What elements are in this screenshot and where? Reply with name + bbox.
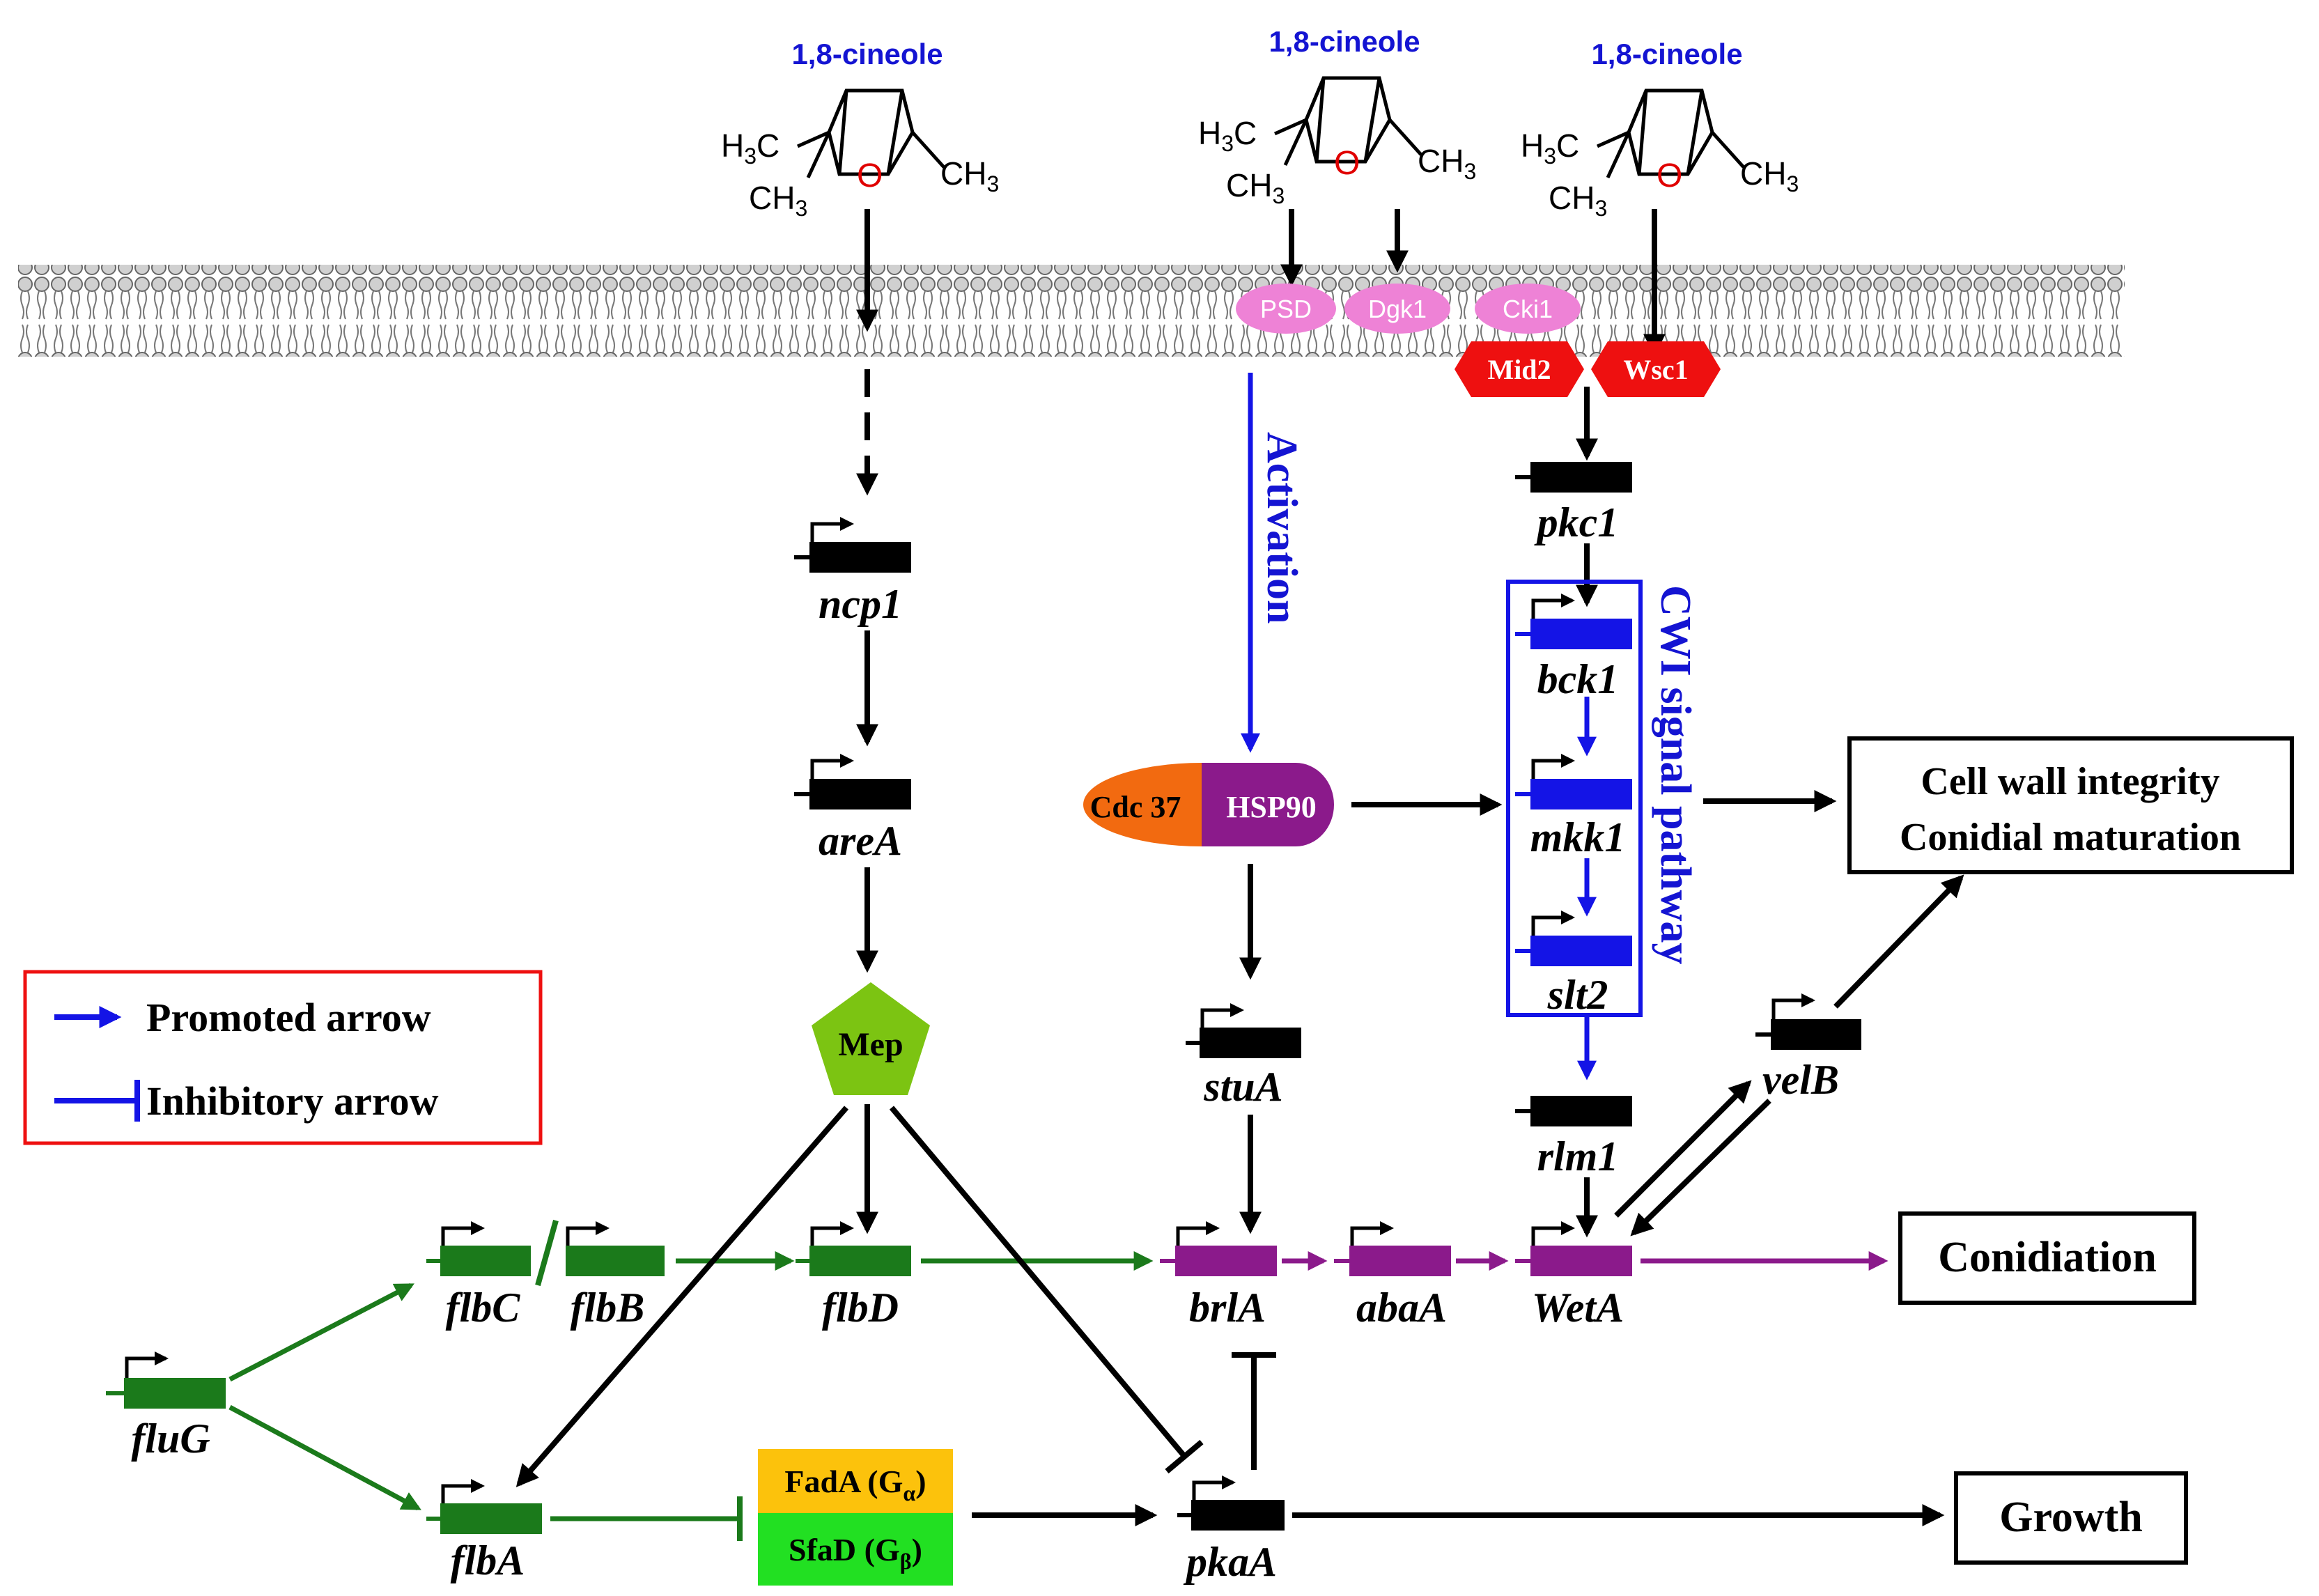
gene-pkaa: pkaA [1177, 1475, 1285, 1585]
gene-flbc: flbC [426, 1221, 531, 1331]
svg-text:Mid2: Mid2 [1487, 354, 1551, 385]
svg-text:PSD: PSD [1260, 295, 1312, 323]
svg-text:H3C: H3C [721, 127, 780, 169]
cineole-label: 1,8-cineole [1269, 25, 1420, 58]
svg-text:stuA: stuA [1203, 1064, 1282, 1110]
gene-abaa: abaA [1334, 1221, 1451, 1331]
svg-text:HSP90: HSP90 [1226, 790, 1317, 824]
cwi-label: CWI signal pathway [1652, 585, 1699, 964]
gene-bck1: bck1 [1515, 594, 1632, 702]
svg-text:ncp1: ncp1 [819, 581, 902, 627]
arrow-mep-to-flba [515, 1106, 849, 1487]
gene-brla: brlA [1160, 1221, 1277, 1331]
gene-rlm1: rlm1 [1515, 1096, 1632, 1179]
psd-protein [1236, 284, 1336, 334]
svg-text:flbA: flbA [451, 1537, 525, 1583]
svg-text:fluG: fluG [131, 1416, 210, 1462]
svg-text:CH3: CH3 [1549, 180, 1607, 221]
cwi-box [1506, 580, 1643, 1017]
svg-text:Conidiation: Conidiation [1938, 1234, 2157, 1281]
legend-promoted-label: Promoted arrow [146, 995, 431, 1040]
svg-text:slt2: slt2 [1547, 972, 1608, 1018]
svg-text:areA: areA [819, 818, 902, 864]
cineole-molecule-3: 1,8-cineole O H3C CH3 CH3 [1521, 38, 1799, 221]
arrow-flug-to-flba [228, 1404, 421, 1511]
cki1-protein [1475, 284, 1581, 334]
svg-text:CH3: CH3 [749, 180, 807, 221]
svg-text:bck1: bck1 [1537, 656, 1619, 702]
svg-text:H3C: H3C [1521, 127, 1579, 169]
mep-pentagon [812, 982, 930, 1095]
svg-text:flbC: flbC [446, 1285, 521, 1331]
gene-velb: velB [1755, 993, 1861, 1103]
dgk1-protein [1344, 284, 1450, 334]
svg-text:CH3: CH3 [940, 155, 999, 196]
svg-text:mkk1: mkk1 [1530, 814, 1626, 860]
arrow-weta-to-velb [1614, 1080, 1752, 1218]
gene-flug: fluG [106, 1351, 226, 1462]
svg-text:Growth: Growth [1999, 1494, 2143, 1541]
gene-flbd: flbD [796, 1221, 911, 1331]
svg-text:abaA: abaA [1356, 1285, 1447, 1331]
flbc-flbb-slash [535, 1219, 559, 1287]
svg-text:flbD: flbD [822, 1285, 899, 1331]
mid2-protein [1455, 341, 1584, 397]
svg-text:pkc1: pkc1 [1534, 499, 1619, 545]
svg-text:CH3: CH3 [1226, 167, 1285, 208]
svg-text:WetA: WetA [1532, 1285, 1624, 1331]
gene-area: areA [794, 754, 911, 864]
gene-pkc1: pkc1 [1515, 462, 1632, 545]
svg-text:SfaD (Gβ): SfaD (Gβ) [789, 1532, 922, 1574]
svg-text:Dgk1: Dgk1 [1368, 295, 1427, 323]
gene-flba: flbA [426, 1479, 542, 1583]
svg-text:CH3: CH3 [1418, 143, 1476, 184]
arrow-velb-to-weta [1630, 1099, 1771, 1237]
gene-flbb: flbB [566, 1221, 665, 1331]
svg-text:H3C: H3C [1198, 115, 1257, 156]
cineole-label: 1,8-cineole [1591, 38, 1742, 70]
svg-text:O: O [857, 157, 883, 194]
svg-text:Cdc 37: Cdc 37 [1090, 790, 1181, 824]
cell-wall-box [1847, 736, 2294, 874]
legend-box [23, 970, 543, 1145]
growth-box [1954, 1471, 2188, 1565]
cineole-molecule-2: 1,8-cineole O H3C CH3 CH3 [1198, 25, 1476, 208]
svg-text:CH3: CH3 [1740, 155, 1799, 196]
svg-text:Mep: Mep [838, 1026, 903, 1063]
arrow-flug-to-flbc [228, 1283, 414, 1382]
cdc37-hsp90-complex: Cdc 37 HSP90 [1083, 763, 1334, 846]
svg-text:Conidial maturation: Conidial maturation [1900, 816, 2241, 859]
fada-box [758, 1449, 953, 1513]
gene-ncp1: ncp1 [794, 517, 911, 627]
svg-text:rlm1: rlm1 [1537, 1133, 1619, 1179]
inhibit-mep-to-pkaa-bar [1165, 1439, 1204, 1474]
svg-text:O: O [1657, 157, 1682, 194]
svg-text:Cki1: Cki1 [1503, 295, 1553, 323]
legend-inhibitory-label: Inhibitory arrow [146, 1078, 439, 1124]
gene-weta: WetA [1515, 1221, 1632, 1331]
svg-text:velB: velB [1762, 1057, 1839, 1103]
gene-stua: stuA [1186, 1003, 1301, 1110]
cell-membrane [18, 265, 2125, 357]
activation-label: Activation [1258, 432, 1305, 624]
svg-text:FadA (Gα): FadA (Gα) [784, 1464, 926, 1505]
gene-slt2: slt2 [1515, 911, 1632, 1018]
sfad-box [758, 1513, 953, 1586]
cineole-label: 1,8-cineole [791, 38, 943, 70]
svg-text:pkaA: pkaA [1183, 1539, 1277, 1585]
wsc1-protein [1591, 341, 1721, 397]
svg-text:brlA: brlA [1189, 1285, 1266, 1331]
svg-text:Wsc1: Wsc1 [1623, 354, 1688, 385]
inhibit-mep-to-pkaa [889, 1106, 1187, 1458]
svg-text:O: O [1334, 145, 1360, 182]
svg-text:Cell wall integrity: Cell wall integrity [1921, 760, 2219, 803]
conidiation-box [1898, 1211, 2196, 1305]
arrow-velb-to-cell-wall [1833, 874, 1964, 1009]
svg-text:flbB: flbB [571, 1285, 645, 1331]
gene-mkk1: mkk1 [1515, 754, 1632, 860]
cineole-molecule-1: 1,8-cineole O H3C CH3 CH3 [721, 38, 999, 221]
